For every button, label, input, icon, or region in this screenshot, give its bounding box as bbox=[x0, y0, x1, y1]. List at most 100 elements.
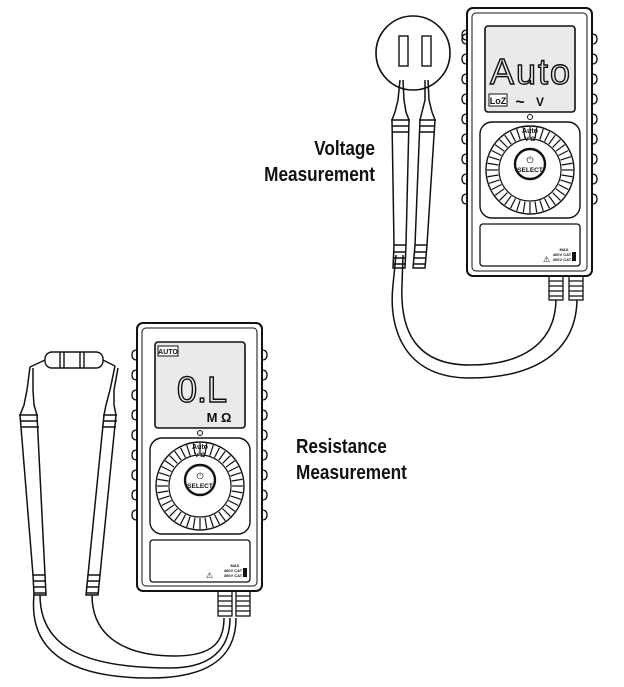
voltage-select-button[interactable]: ⏻ SELECT bbox=[513, 147, 547, 181]
resistance-caption-line1: Resistance bbox=[296, 436, 387, 458]
dial-ridge bbox=[186, 516, 191, 528]
dial-ridge bbox=[487, 162, 499, 166]
dial-ridge bbox=[213, 514, 221, 525]
resistance-lead-plug bbox=[217, 589, 251, 617]
wall-outlet bbox=[375, 15, 451, 91]
resistance-select-button[interactable]: ⏻ SELECT bbox=[183, 463, 217, 497]
voltage-rating-label: ⚠ MAX 400V CAT 300V CAT bbox=[543, 247, 576, 264]
dial-ridge bbox=[218, 511, 226, 522]
resistance-dial-label-v-ohm: V-Ω bbox=[195, 453, 206, 459]
voltage-dial-label-auto: Auto bbox=[522, 128, 538, 135]
dial-ridge bbox=[158, 495, 170, 500]
dial-ridge bbox=[561, 162, 573, 166]
dial-ridge bbox=[560, 156, 572, 161]
dial-ridge bbox=[499, 192, 508, 201]
voltage-display-mode: LoZ bbox=[490, 96, 507, 106]
warning-icon: ⚠ bbox=[206, 571, 213, 580]
dial-ridge bbox=[209, 516, 214, 528]
resistance-lcd: AUTO 0.L M Ω bbox=[154, 341, 246, 429]
resistance-meter: AUTO 0.L M Ω Auto V-Ω ⏻ SELECT ⚠ MAX 400… bbox=[19, 322, 268, 679]
dial-ridge bbox=[213, 447, 221, 458]
voltage-lead-plug bbox=[548, 275, 584, 301]
dial-ridge bbox=[509, 198, 517, 209]
dial-ridge bbox=[491, 183, 502, 191]
voltage-caption-line1: Voltage bbox=[314, 138, 375, 160]
dial-ridge bbox=[161, 499, 172, 507]
dial-ridge bbox=[204, 443, 208, 455]
voltage-select-label: SELECT bbox=[517, 167, 543, 174]
dial-ridge bbox=[516, 200, 521, 212]
dial-ridge bbox=[539, 128, 544, 140]
voltage-rating-max: MAX bbox=[560, 247, 569, 252]
dial-ridge bbox=[543, 131, 551, 142]
dial-ridge bbox=[192, 517, 196, 529]
voltage-rating-line2: 300V CAT bbox=[553, 257, 572, 262]
voltage-meter: Auto LoZ ~ V Auto V-Ω ⏻ SELECT ⚠ MAX 400… bbox=[375, 7, 598, 379]
voltage-caption: Voltage Measurement bbox=[225, 136, 375, 188]
dial-ridge bbox=[491, 149, 502, 157]
voltage-display-reading: Auto bbox=[490, 51, 572, 92]
resistance-rating-line1: 400V CAT bbox=[224, 568, 243, 573]
dial-ridge bbox=[522, 127, 526, 139]
resistance-rating-line2: 300V CAT bbox=[224, 573, 243, 578]
voltage-rating-line1: 400V CAT bbox=[553, 252, 572, 257]
dial-ridge bbox=[158, 472, 170, 477]
dial-ridge bbox=[504, 134, 512, 145]
dial-ridge bbox=[534, 201, 538, 213]
dial-ridge bbox=[560, 179, 572, 184]
power-icon: ⏻ bbox=[526, 155, 533, 165]
dial-ridge bbox=[548, 195, 556, 206]
resistance-rating-label: ⚠ MAX 400V CAT 300V CAT bbox=[206, 563, 247, 580]
dial-ridge bbox=[218, 450, 226, 461]
resistance-rating-max: MAX bbox=[231, 563, 240, 568]
dial-ridge bbox=[555, 188, 566, 196]
dial-ridge bbox=[230, 472, 242, 477]
dial-ridge bbox=[222, 455, 231, 464]
dial-ridge bbox=[487, 174, 499, 178]
dial-ridge bbox=[169, 455, 178, 464]
dial-ridge bbox=[534, 127, 538, 139]
dial-ridge bbox=[561, 174, 573, 178]
dial-ridge bbox=[558, 149, 569, 157]
resistance-caption-line2: Measurement bbox=[296, 462, 407, 484]
resistance-caption: Resistance Measurement bbox=[296, 434, 459, 486]
warning-icon: ⚠ bbox=[543, 255, 550, 264]
dial-ridge bbox=[494, 144, 505, 152]
voltage-caption-line2: Measurement bbox=[264, 164, 375, 186]
dial-ridge bbox=[204, 517, 208, 529]
voltage-display-unit: V bbox=[536, 95, 544, 109]
dial-ridge bbox=[174, 450, 182, 461]
dial-ridge bbox=[209, 444, 214, 456]
dial-ridge bbox=[228, 465, 239, 473]
dial-ridge bbox=[516, 128, 521, 140]
dial-ridge bbox=[157, 478, 169, 482]
dial-ridge bbox=[543, 198, 551, 209]
voltage-test-leads bbox=[391, 79, 578, 379]
dial-ridge bbox=[552, 139, 561, 148]
dial-ridge bbox=[552, 192, 561, 201]
dial-ridge bbox=[179, 447, 187, 458]
voltage-display-ac-symbol: ~ bbox=[515, 94, 524, 111]
resistance-display-unit: M Ω bbox=[207, 410, 232, 425]
dial-ridge bbox=[231, 478, 243, 482]
dial-ridge bbox=[509, 131, 517, 142]
resistance-rotary-dial[interactable] bbox=[155, 441, 245, 531]
dial-ridge bbox=[231, 490, 243, 494]
dial-ridge bbox=[192, 443, 196, 455]
resistance-test-leads bbox=[19, 365, 237, 679]
resistance-display-badge: AUTO bbox=[158, 349, 178, 356]
dial-ridge bbox=[164, 460, 175, 468]
dial-ridge bbox=[174, 511, 182, 522]
dial-ridge bbox=[522, 201, 526, 213]
dial-ridge bbox=[555, 144, 566, 152]
dial-ridge bbox=[494, 188, 505, 196]
dial-ridge bbox=[222, 508, 231, 517]
dial-ridge bbox=[164, 504, 175, 512]
dial-ridge bbox=[230, 495, 242, 500]
power-icon: ⏻ bbox=[196, 471, 203, 481]
dial-ridge bbox=[504, 195, 512, 206]
dial-ridge bbox=[186, 444, 191, 456]
dial-ridge bbox=[539, 200, 544, 212]
dial-ridge bbox=[161, 465, 172, 473]
dial-ridge bbox=[499, 139, 508, 148]
